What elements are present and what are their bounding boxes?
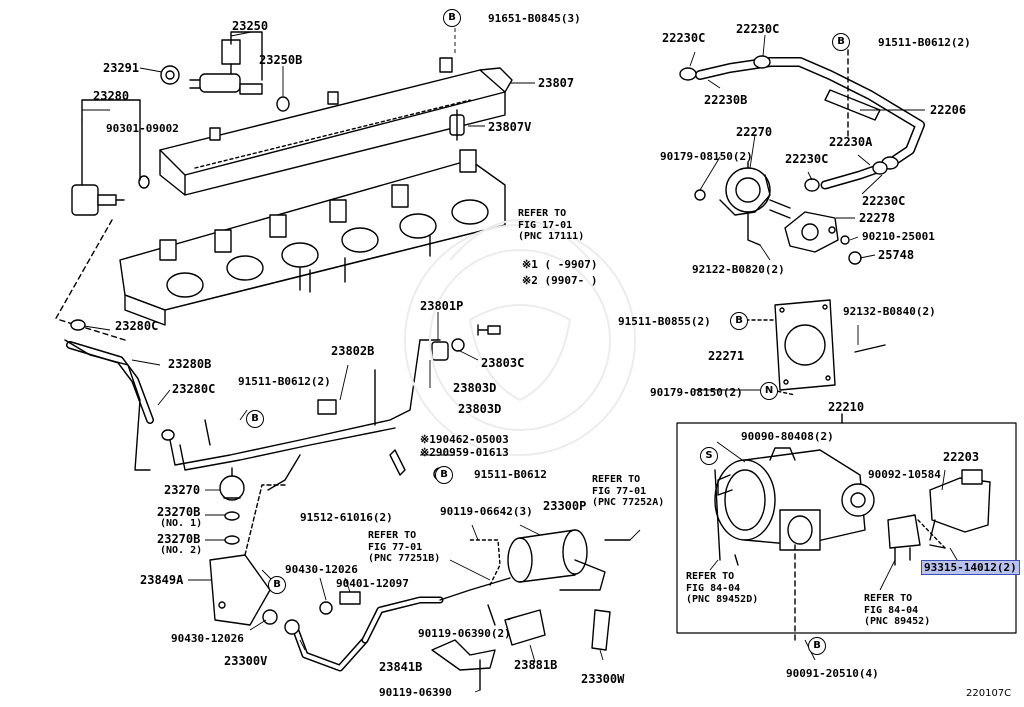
part-90092-label[interactable]: 90092-10584 (868, 468, 941, 481)
part-23300v-label[interactable]: 23300V (224, 654, 268, 668)
callout-b-marker: B (832, 33, 850, 51)
part-22230c-label-3[interactable]: 22230C (785, 152, 829, 166)
part-23250b-label[interactable]: 23250B (259, 53, 303, 67)
part-22230c-label-1[interactable]: 22230C (662, 31, 706, 45)
part-23270b-label-1[interactable]: 23270B (157, 505, 201, 519)
part-90301-label[interactable]: 90301-09002 (106, 122, 179, 135)
part-25748-label[interactable]: 25748 (878, 248, 915, 262)
part-22206-label[interactable]: 22206 (930, 103, 967, 117)
part-23803d-label-2[interactable]: 23803D (458, 402, 502, 416)
part-23280c-label-2[interactable]: 23280C (172, 382, 216, 396)
refer-fig84a-note[interactable]: REFER TO FIG 84-04 (PNC 89452D) (686, 571, 759, 605)
refer-fig84b-note[interactable]: REFER TO FIG 84-04 (PNC 89452) (864, 593, 931, 627)
part-90462-label[interactable]: ※190462-05003 (420, 433, 509, 446)
part-23803c-label[interactable]: 23803C (481, 356, 525, 370)
throttle-body-drawing (714, 447, 875, 641)
callout-b-marker: B (246, 410, 264, 428)
part-23849a-label[interactable]: 23849A (140, 573, 184, 587)
part-90430-label-2[interactable]: 90430-12026 (171, 632, 244, 645)
part-23270b-no2: (NO. 2) (160, 545, 203, 556)
part-93315-label[interactable]: 93315-14012(2) (921, 560, 1020, 575)
part-22203-label[interactable]: 22203 (943, 450, 980, 464)
part-23270b-label-2[interactable]: 23270B (157, 532, 201, 546)
part-23280b-label[interactable]: 23280B (168, 357, 212, 371)
fuel-rail-drawing (159, 57, 513, 196)
part-90179-08150-2-label-1[interactable]: 90179-08150(2) (660, 150, 753, 163)
part-22270-label[interactable]: 22270 (736, 125, 773, 139)
refer-fig17-note[interactable]: REFER TO FIG 17-01 (PNC 17111) (518, 208, 585, 242)
callout-b-marker: B (268, 576, 286, 594)
part-23803d-label-1[interactable]: 23803D (453, 381, 497, 395)
part-23802b-label[interactable]: 23802B (331, 344, 375, 358)
pressure-regulator-drawing (71, 99, 141, 216)
part-90119-06390-label[interactable]: 90119-06390 (379, 686, 452, 699)
part-90210-label[interactable]: 90210-25001 (862, 230, 935, 243)
throttle-body-box (676, 422, 1017, 634)
part-90090-label[interactable]: 90090-80408(2) (741, 430, 834, 443)
refer-fig77a-note[interactable]: REFER TO FIG 77-01 (PNC 77252A) (592, 474, 665, 508)
injector-drawing (189, 31, 263, 95)
part-22210-label[interactable]: 22210 (828, 400, 865, 414)
watermark-emblem (404, 219, 636, 456)
callout-b-marker: B (443, 9, 461, 27)
part-22230b-label[interactable]: 22230B (704, 93, 748, 107)
part-92122-label[interactable]: 92122-B0820(2) (692, 263, 785, 276)
part-90959-label[interactable]: ※290959-01613 (420, 446, 509, 459)
part-23807-label[interactable]: 23807 (538, 76, 575, 90)
part-23291-label[interactable]: 23291 (103, 61, 140, 75)
callout-b-marker: B (808, 637, 826, 655)
range-note-1: ※1 ( -9907) (522, 258, 598, 271)
part-91511-b0612-2-label[interactable]: 91511-B0612(2) (238, 375, 331, 388)
part-91511-b0612-label[interactable]: 91511-B0612 (474, 468, 547, 481)
part-23280-label[interactable]: 23280 (93, 89, 130, 103)
part-23300w-label[interactable]: 23300W (581, 672, 625, 686)
part-90119-06642-label[interactable]: 90119-06642(3) (440, 505, 533, 518)
part-23280c-label-1[interactable]: 23280C (115, 319, 159, 333)
part-90179-08150-2-label-2[interactable]: 90179-08150(2) (650, 386, 743, 399)
part-91511-b0612-2-label-right[interactable]: 91511-B0612(2) (878, 36, 971, 49)
intake-manifold-drawing (119, 149, 506, 326)
range-note-2: ※2 (9907- ) (522, 274, 598, 287)
part-90119-06390-2-label[interactable]: 90119-06390(2) (418, 627, 511, 640)
refer-fig77b-note[interactable]: REFER TO FIG 77-01 (PNC 77251B) (368, 530, 441, 564)
callout-n-marker: N (760, 382, 778, 400)
part-23807v-label[interactable]: 23807V (488, 120, 532, 134)
part-92132-label[interactable]: 92132-B0840(2) (843, 305, 936, 318)
figure-code: 220107C (966, 688, 1012, 699)
part-22230a-label[interactable]: 22230A (829, 135, 873, 149)
part-90430-label-1[interactable]: 90430-12026 (285, 563, 358, 576)
part-23841b-label[interactable]: 23841B (379, 660, 423, 674)
air-valve-drawing (694, 161, 791, 246)
part-23881b-label[interactable]: 23881B (514, 658, 558, 672)
callout-b-marker: B (730, 312, 748, 330)
part-22271-label[interactable]: 22271 (708, 349, 745, 363)
part-91651-label[interactable]: 91651-B0845(3) (488, 12, 581, 25)
callout-b-marker: B (435, 466, 453, 484)
part-23300p-label[interactable]: 23300P (543, 499, 587, 513)
part-22230c-label-2[interactable]: 22230C (736, 22, 780, 36)
part-90091-label[interactable]: 90091-20510(4) (786, 667, 879, 680)
part-22230c-label-4[interactable]: 22230C (862, 194, 906, 208)
part-91512-label[interactable]: 91512-61016(2) (300, 511, 393, 524)
part-23270-label[interactable]: 23270 (164, 483, 201, 497)
part-22278-label[interactable]: 22278 (859, 211, 896, 225)
callout-s-marker: S (700, 447, 718, 465)
part-91511-b0855-label[interactable]: 91511-B0855(2) (618, 315, 711, 328)
part-23250-label[interactable]: 23250 (232, 19, 269, 33)
part-23801p-label[interactable]: 23801P (420, 299, 464, 313)
part-23270b-no1: (NO. 1) (160, 518, 203, 529)
part-90401-label[interactable]: 90401-12097 (336, 577, 409, 590)
